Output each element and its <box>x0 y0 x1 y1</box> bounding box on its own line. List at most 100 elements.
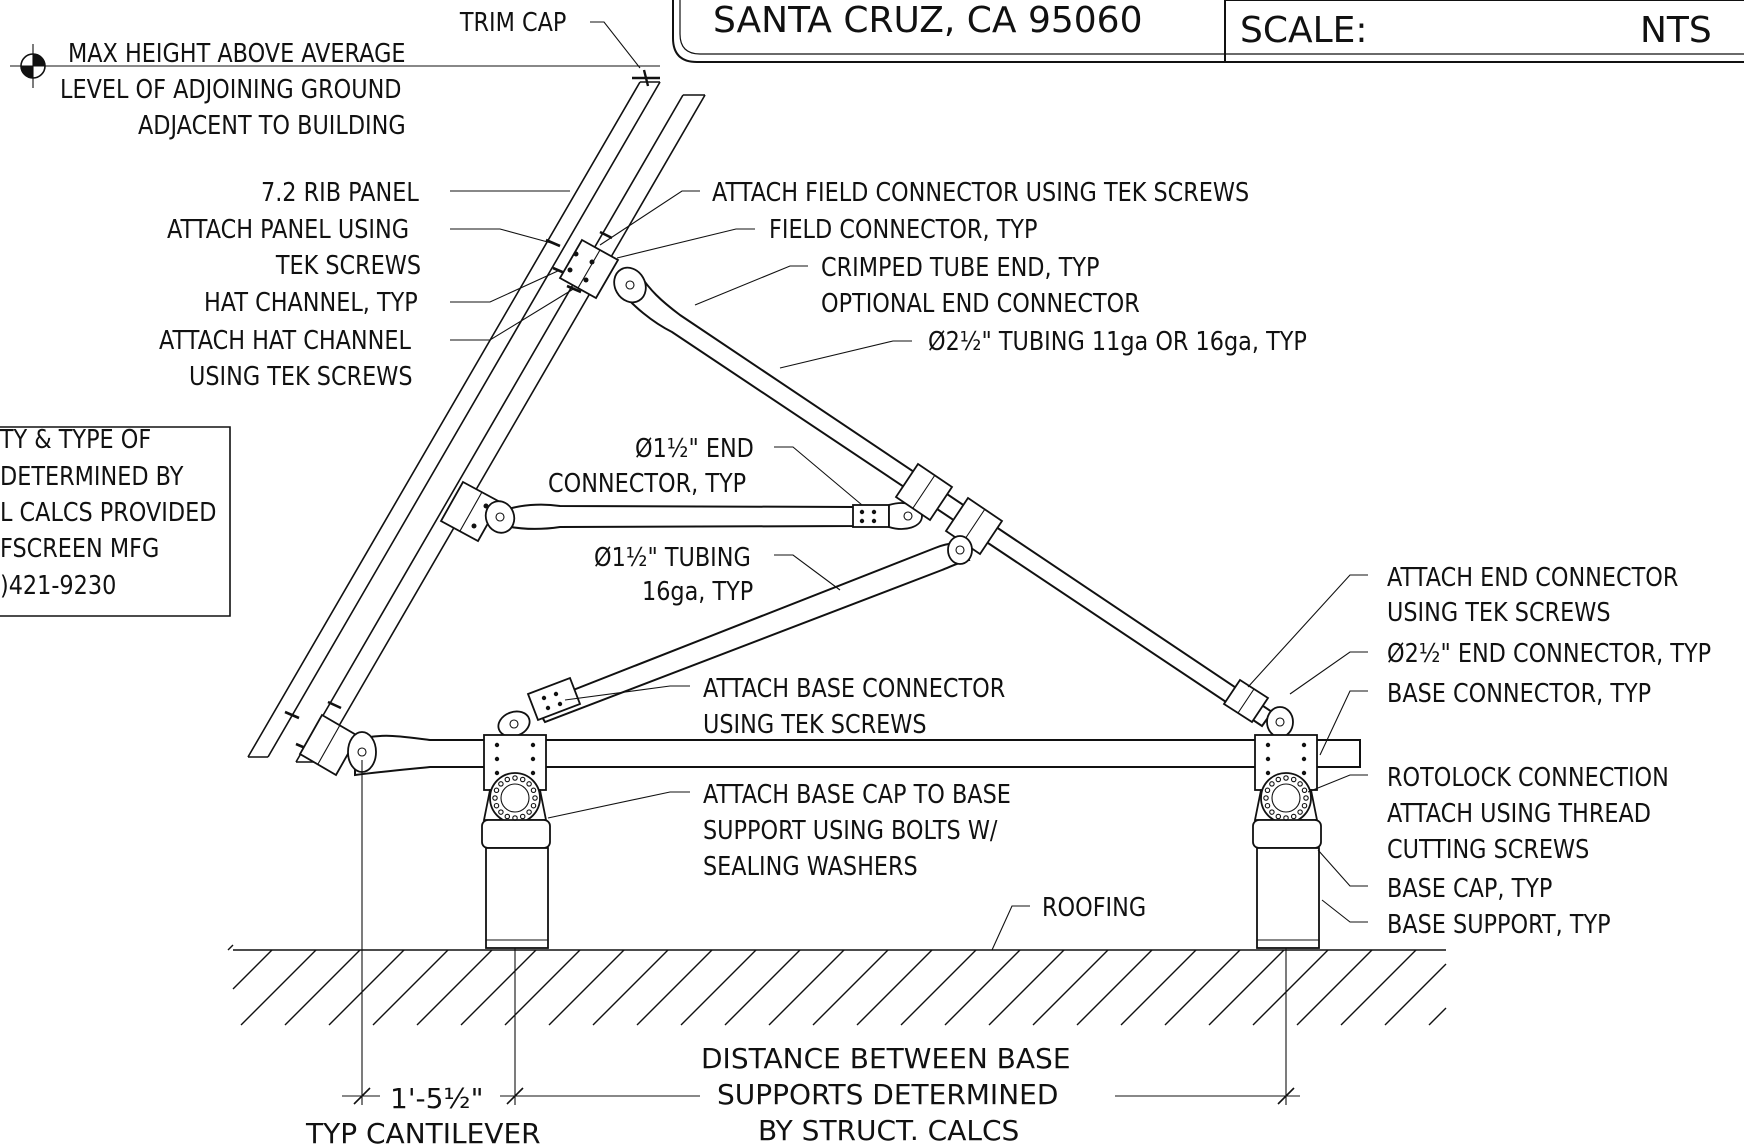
end-connector-1-5 <box>852 502 923 530</box>
base-cap-right <box>1252 819 1322 849</box>
leader-lines <box>450 21 1368 951</box>
roofing-hatch-line <box>284 949 361 1026</box>
rotolock-bolt-hole <box>1264 802 1271 809</box>
connectors <box>298 238 1294 777</box>
rotolock-bolt-hole <box>1264 787 1271 794</box>
label-cantilever-dim: 1'-5½" <box>390 1082 483 1115</box>
label-distance-1: DISTANCE BETWEEN BASE <box>701 1042 1071 1075</box>
label-max-height-1: MAX HEIGHT ABOVE AVERAGE <box>68 37 406 68</box>
base-connector-screw <box>494 770 500 776</box>
rotolock-bolt-hole <box>1290 813 1297 820</box>
field-connector-top <box>558 238 647 304</box>
base-connector-screw <box>530 770 536 776</box>
callout-labels: TRIM CAP MAX HEIGHT ABOVE AVERAGE LEVEL … <box>60 6 1711 1146</box>
scale-label: SCALE: <box>1240 10 1368 51</box>
roofing-hatch-line <box>240 949 317 1026</box>
field-connector-diagonal <box>894 462 1004 565</box>
roofing-hatch-line <box>900 949 977 1026</box>
label-tubing-2-5: Ø2½" TUBING 11ga OR 16ga, TYP <box>928 325 1307 356</box>
roofing-surface <box>227 944 1447 1026</box>
rib-panel-outer <box>247 81 641 758</box>
rotolock-bolt-hole <box>492 795 498 801</box>
roofing-hatch-line <box>372 949 449 1026</box>
note-line-2: DETERMINED BY <box>0 460 184 491</box>
title-block: SANTA CRUZ, CA 95060 SCALE: NTS <box>672 0 1744 63</box>
rotolock-bolt-hole <box>1269 809 1275 815</box>
label-attach-base-cap-3: SEALING WASHERS <box>703 850 918 881</box>
field-connector-mid <box>439 480 516 543</box>
label-end-connector-2-5: Ø2½" END CONNECTOR, TYP <box>1387 637 1711 668</box>
structural-note-box: TY & TYPE OF DETERMINED BY L CALCS PROVI… <box>0 423 231 617</box>
roofing-hatch-line <box>504 949 581 1026</box>
base-connector-screw <box>494 756 500 762</box>
label-attach-panel-2: TEK SCREWS <box>275 249 421 280</box>
base-connector-screw <box>1265 756 1271 762</box>
base-connector-screw <box>494 742 500 748</box>
scale-value: NTS <box>1640 10 1712 51</box>
roofing-hatch-line <box>1384 963 1447 1026</box>
roofing-hatch-line <box>636 949 713 1026</box>
rotolock-bolt-hole <box>1269 781 1275 787</box>
solar-panel-assembly <box>247 69 706 763</box>
base-assembly-left <box>481 734 551 949</box>
base-support-left <box>485 847 549 949</box>
rotolock-bolt-hole <box>498 809 504 815</box>
roofing-hatch-line <box>1032 949 1109 1026</box>
rotolock-bolt-hole <box>1283 815 1289 821</box>
label-attach-base-connector-2: USING TEK SCREWS <box>703 708 927 739</box>
label-max-height-3: ADJACENT TO BUILDING <box>138 109 406 140</box>
roofing-hatch-line <box>768 949 845 1026</box>
label-typ-cantilever: TYP CANTILEVER <box>305 1117 541 1146</box>
label-tubing-1-5-b: 16ga, TYP <box>642 575 753 606</box>
label-tubing-1-5-a: Ø1½" TUBING <box>594 541 751 572</box>
rotolock-bolt-hole <box>512 815 518 821</box>
roofing-hatch-line <box>680 949 757 1026</box>
upper-strut-tube <box>504 503 856 530</box>
label-attach-field-connector: ATTACH FIELD CONNECTOR USING TEK SCREWS <box>712 176 1249 207</box>
rotolock-bolt-hole <box>493 802 500 809</box>
rotolock-bolt-hole <box>1301 802 1308 809</box>
rotolock-bolt-hole <box>498 781 504 787</box>
roofing-hatch-line <box>1252 949 1329 1026</box>
rotolock-bolt-hole <box>530 787 537 794</box>
label-end-connector-1-5-b: CONNECTOR, TYP <box>548 467 746 498</box>
rotolock-bolt-hole <box>519 813 526 820</box>
rotolock-bolt-hole <box>1301 787 1308 794</box>
roofing-hatch-line <box>1296 949 1373 1026</box>
roofing-hatch-line <box>548 949 625 1026</box>
label-base-cap: BASE CAP, TYP <box>1387 872 1552 903</box>
rotolock-bolt-hole <box>1275 776 1282 783</box>
label-base-support: BASE SUPPORT, TYP <box>1387 908 1611 939</box>
rotolock-bolt-hole <box>530 802 537 809</box>
roofing-hatch-line <box>944 949 1021 1026</box>
label-distance-2: SUPPORTS DETERMINED <box>717 1078 1058 1111</box>
label-attach-end-connector-2: USING TEK SCREWS <box>1387 596 1611 627</box>
label-rotolock-3: CUTTING SCREWS <box>1387 833 1589 864</box>
crimped-tube-end <box>613 266 647 304</box>
hat-channel <box>295 94 684 763</box>
roofing-hatch-line <box>227 944 234 951</box>
label-attach-base-cap-2: SUPPORT USING BOLTS W/ <box>703 814 998 845</box>
label-hat-channel: HAT CHANNEL, TYP <box>204 286 418 317</box>
rotolock-bolt-hole <box>1297 781 1303 787</box>
rotolock-bolt-hole <box>532 795 538 801</box>
base-connector-screw <box>1265 742 1271 748</box>
roofing-hatch-line <box>416 949 493 1026</box>
base-connector-screw <box>1301 756 1307 762</box>
roofing-hatch-line <box>988 949 1065 1026</box>
label-attach-end-connector-1: ATTACH END CONNECTOR <box>1387 561 1679 592</box>
trim-cap <box>632 69 660 87</box>
label-rib-panel: 7.2 RIB PANEL <box>261 176 419 207</box>
rotolock-bolt-hole <box>1297 809 1303 815</box>
roofing-hatch-line <box>592 949 669 1026</box>
roofing-hatch <box>227 944 1447 1026</box>
rotolock-bolt-hole <box>526 781 532 787</box>
base-cap-left <box>481 819 551 849</box>
note-line-1: TY & TYPE OF <box>0 423 151 454</box>
base-assembly-right <box>1252 734 1322 949</box>
roofing-hatch-line <box>328 949 405 1026</box>
rotolock-bolt-hole <box>526 809 532 815</box>
roofing-hatch-line <box>856 949 933 1026</box>
roofing-hatch-line <box>232 949 273 990</box>
rotolock-bolt-hole <box>1275 813 1282 820</box>
